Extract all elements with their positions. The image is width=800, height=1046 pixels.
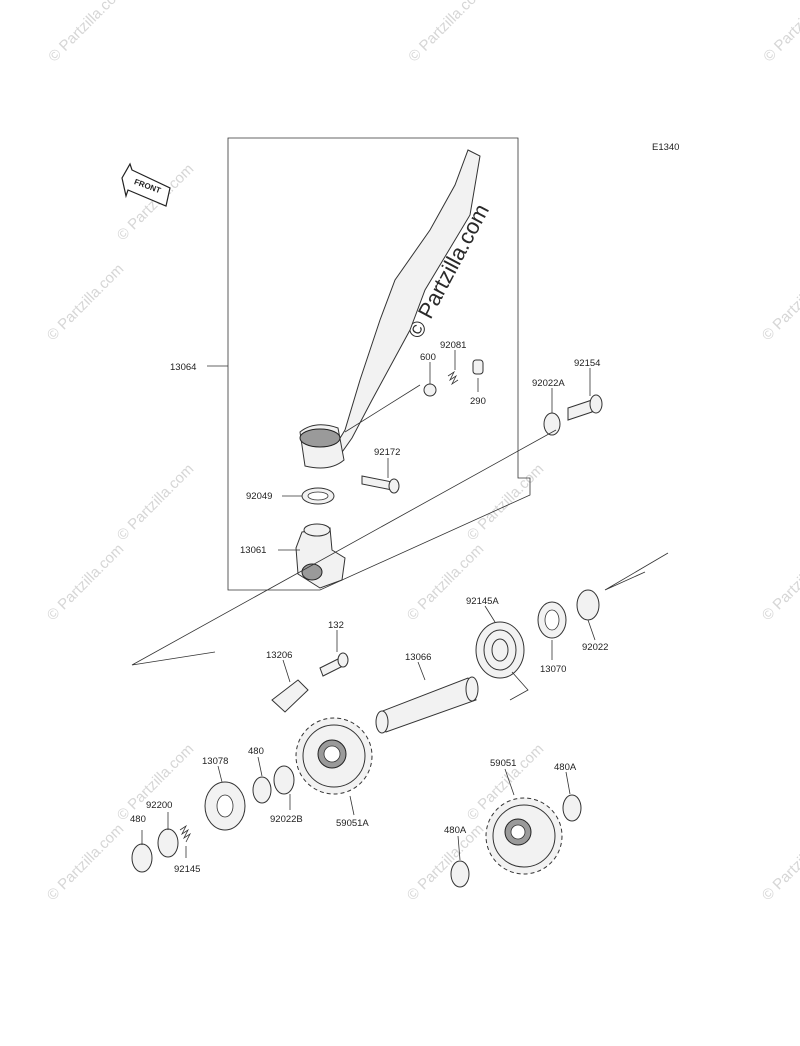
part-label-92022[interactable]: 92022 <box>582 642 608 653</box>
kickstarter-shaft-13066 <box>375 676 479 734</box>
bolt-132 <box>319 652 349 677</box>
ball-600 <box>423 383 437 397</box>
plug-290 <box>472 359 484 375</box>
spring-92145 <box>179 824 192 843</box>
watermark-text: © Partzilla.com <box>464 461 547 544</box>
part-label-92145A[interactable]: 92145A <box>466 596 499 607</box>
gear-59051 <box>485 797 563 875</box>
watermark-text: © Partzilla.com <box>44 261 127 344</box>
washer-92022 <box>576 589 600 621</box>
part-label-480-left[interactable]: 480 <box>130 814 146 825</box>
part-label-92200[interactable]: 92200 <box>146 800 172 811</box>
part-label-13061[interactable]: 13061 <box>240 545 266 556</box>
circlip-480-left <box>131 843 153 873</box>
assembly-outline <box>227 137 531 591</box>
circlip-480A-left <box>450 860 470 888</box>
part-label-92172[interactable]: 92172 <box>374 447 400 458</box>
leader-lines <box>141 350 596 861</box>
part-label-13066[interactable]: 13066 <box>405 652 431 663</box>
part-label-92049[interactable]: 92049 <box>246 491 272 502</box>
part-label-480[interactable]: 480 <box>248 746 264 757</box>
diagram-code: E1340 <box>652 142 679 153</box>
part-label-92081[interactable]: 92081 <box>440 340 466 351</box>
watermark-text: © Partzilla.com <box>404 541 487 624</box>
washer-92200 <box>157 828 179 858</box>
spring-92081 <box>447 370 459 386</box>
part-label-92022A[interactable]: 92022A <box>532 378 565 389</box>
part-label-480A-left[interactable]: 480A <box>444 825 467 836</box>
kick-pedal <box>299 149 481 469</box>
watermark-text: © Partzilla.com <box>759 821 800 904</box>
watermark-text: © Partzilla.com <box>44 821 127 904</box>
washer-92022A <box>543 412 561 436</box>
watermark-text: © Partzilla.com <box>114 461 197 544</box>
watermark-text: © Partzilla.com <box>45 0 128 65</box>
part-label-290[interactable]: 290 <box>470 396 486 407</box>
part-label-92145[interactable]: 92145 <box>174 864 200 875</box>
watermark-text: © Partzilla.com <box>759 261 800 344</box>
circlip-480 <box>252 776 272 804</box>
ratchet-13078 <box>204 781 246 831</box>
part-label-13206[interactable]: 13206 <box>266 650 292 661</box>
part-label-480A-right[interactable]: 480A <box>554 762 577 773</box>
part-label-13064[interactable]: 13064 <box>170 362 196 373</box>
watermark-text: © Partzilla.com <box>405 0 488 65</box>
part-label-59051[interactable]: 59051 <box>490 758 516 769</box>
guide-13206 <box>271 679 309 713</box>
part-label-13078[interactable]: 13078 <box>202 756 228 767</box>
bolt-92154 <box>567 394 603 421</box>
gear-59051A <box>295 717 373 795</box>
watermark-text: © Partzilla.com <box>760 0 800 65</box>
front-arrow-icon: FRONT <box>121 162 171 207</box>
part-label-92154[interactable]: 92154 <box>574 358 600 369</box>
watermark-text: © Partzilla.com <box>759 541 800 624</box>
alignment-line-right <box>604 552 669 591</box>
watermark-text: © Partzilla.com <box>114 741 197 824</box>
watermark-text: © Partzilla.com <box>44 541 127 624</box>
washer-92022B <box>273 765 295 795</box>
collar-13070 <box>537 601 567 639</box>
part-label-13070[interactable]: 13070 <box>540 664 566 675</box>
part-label-59051A[interactable]: 59051A <box>336 818 369 829</box>
kick-shaft-13061 <box>295 523 346 589</box>
part-label-132[interactable]: 132 <box>328 620 344 631</box>
alignment-line <box>131 429 557 666</box>
circlip-480A-right <box>562 794 582 822</box>
watermark-grid: © Partzilla.com © Partzilla.com © Partzi… <box>44 0 800 904</box>
spring-92145A <box>475 621 529 701</box>
bolt-92172 <box>361 475 400 494</box>
part-label-600[interactable]: 600 <box>420 352 436 363</box>
part-label-92022B[interactable]: 92022B <box>270 814 303 825</box>
